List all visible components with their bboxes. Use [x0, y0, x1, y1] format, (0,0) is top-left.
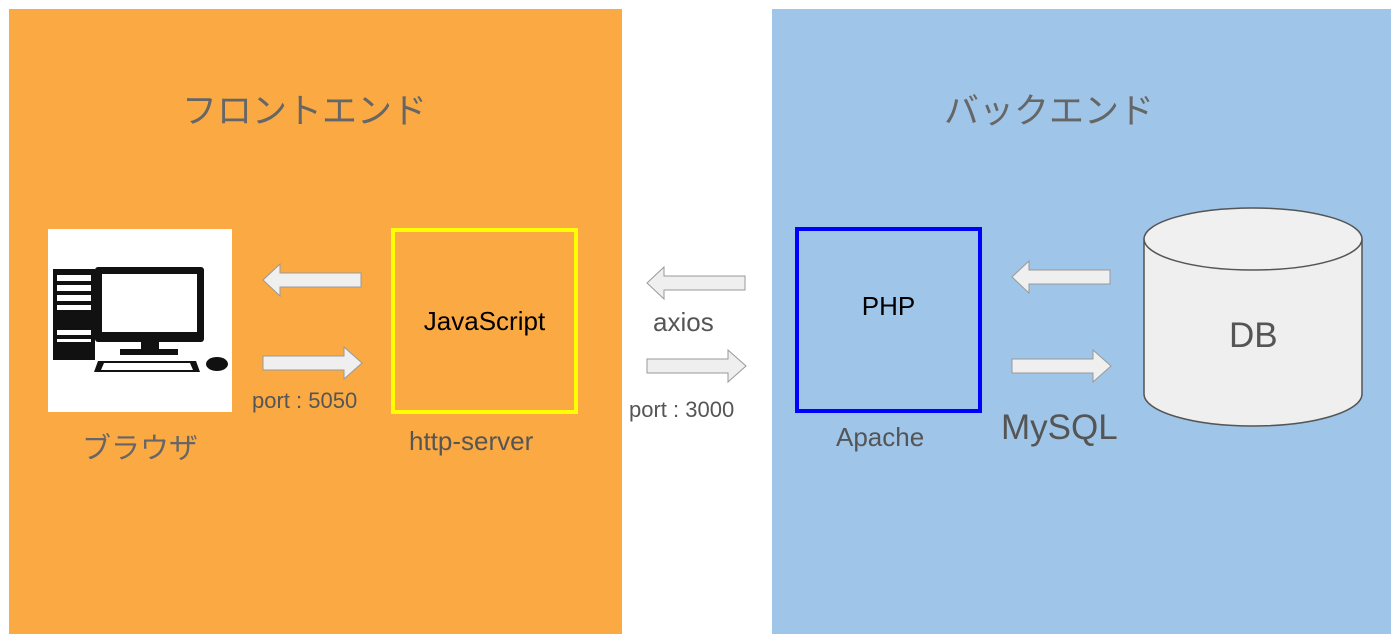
- arrow-right-to-server: [262, 346, 364, 380]
- arrow-right-to-backend: [646, 349, 748, 383]
- port-5050-label: port : 5050: [252, 388, 358, 413]
- http-server-label: http-server: [409, 426, 534, 456]
- apache-label: Apache: [836, 422, 925, 452]
- mysql-label: MySQL: [1001, 408, 1118, 447]
- arrow-left-to-frontend: [646, 266, 748, 300]
- php-box: PHP: [795, 227, 982, 413]
- arrow-right-to-db: [1011, 349, 1113, 383]
- port-3000-label: port : 3000: [629, 397, 735, 422]
- database-cylinder-icon: [1142, 206, 1366, 428]
- arrow-left-to-php: [1011, 260, 1113, 294]
- backend-title: バックエンド: [944, 92, 1155, 131]
- arrow-left-to-browser: [262, 263, 364, 297]
- php-box-label: PHP: [861, 290, 916, 321]
- db-label: DB: [1229, 316, 1278, 355]
- javascript-box-label: JavaScript: [423, 305, 546, 336]
- desktop-computer-icon: [48, 229, 232, 412]
- javascript-box: JavaScript: [391, 228, 578, 414]
- browser-label: ブラウザ: [82, 433, 199, 465]
- frontend-title: フロントエンド: [182, 92, 428, 131]
- axios-label: axios: [653, 307, 714, 337]
